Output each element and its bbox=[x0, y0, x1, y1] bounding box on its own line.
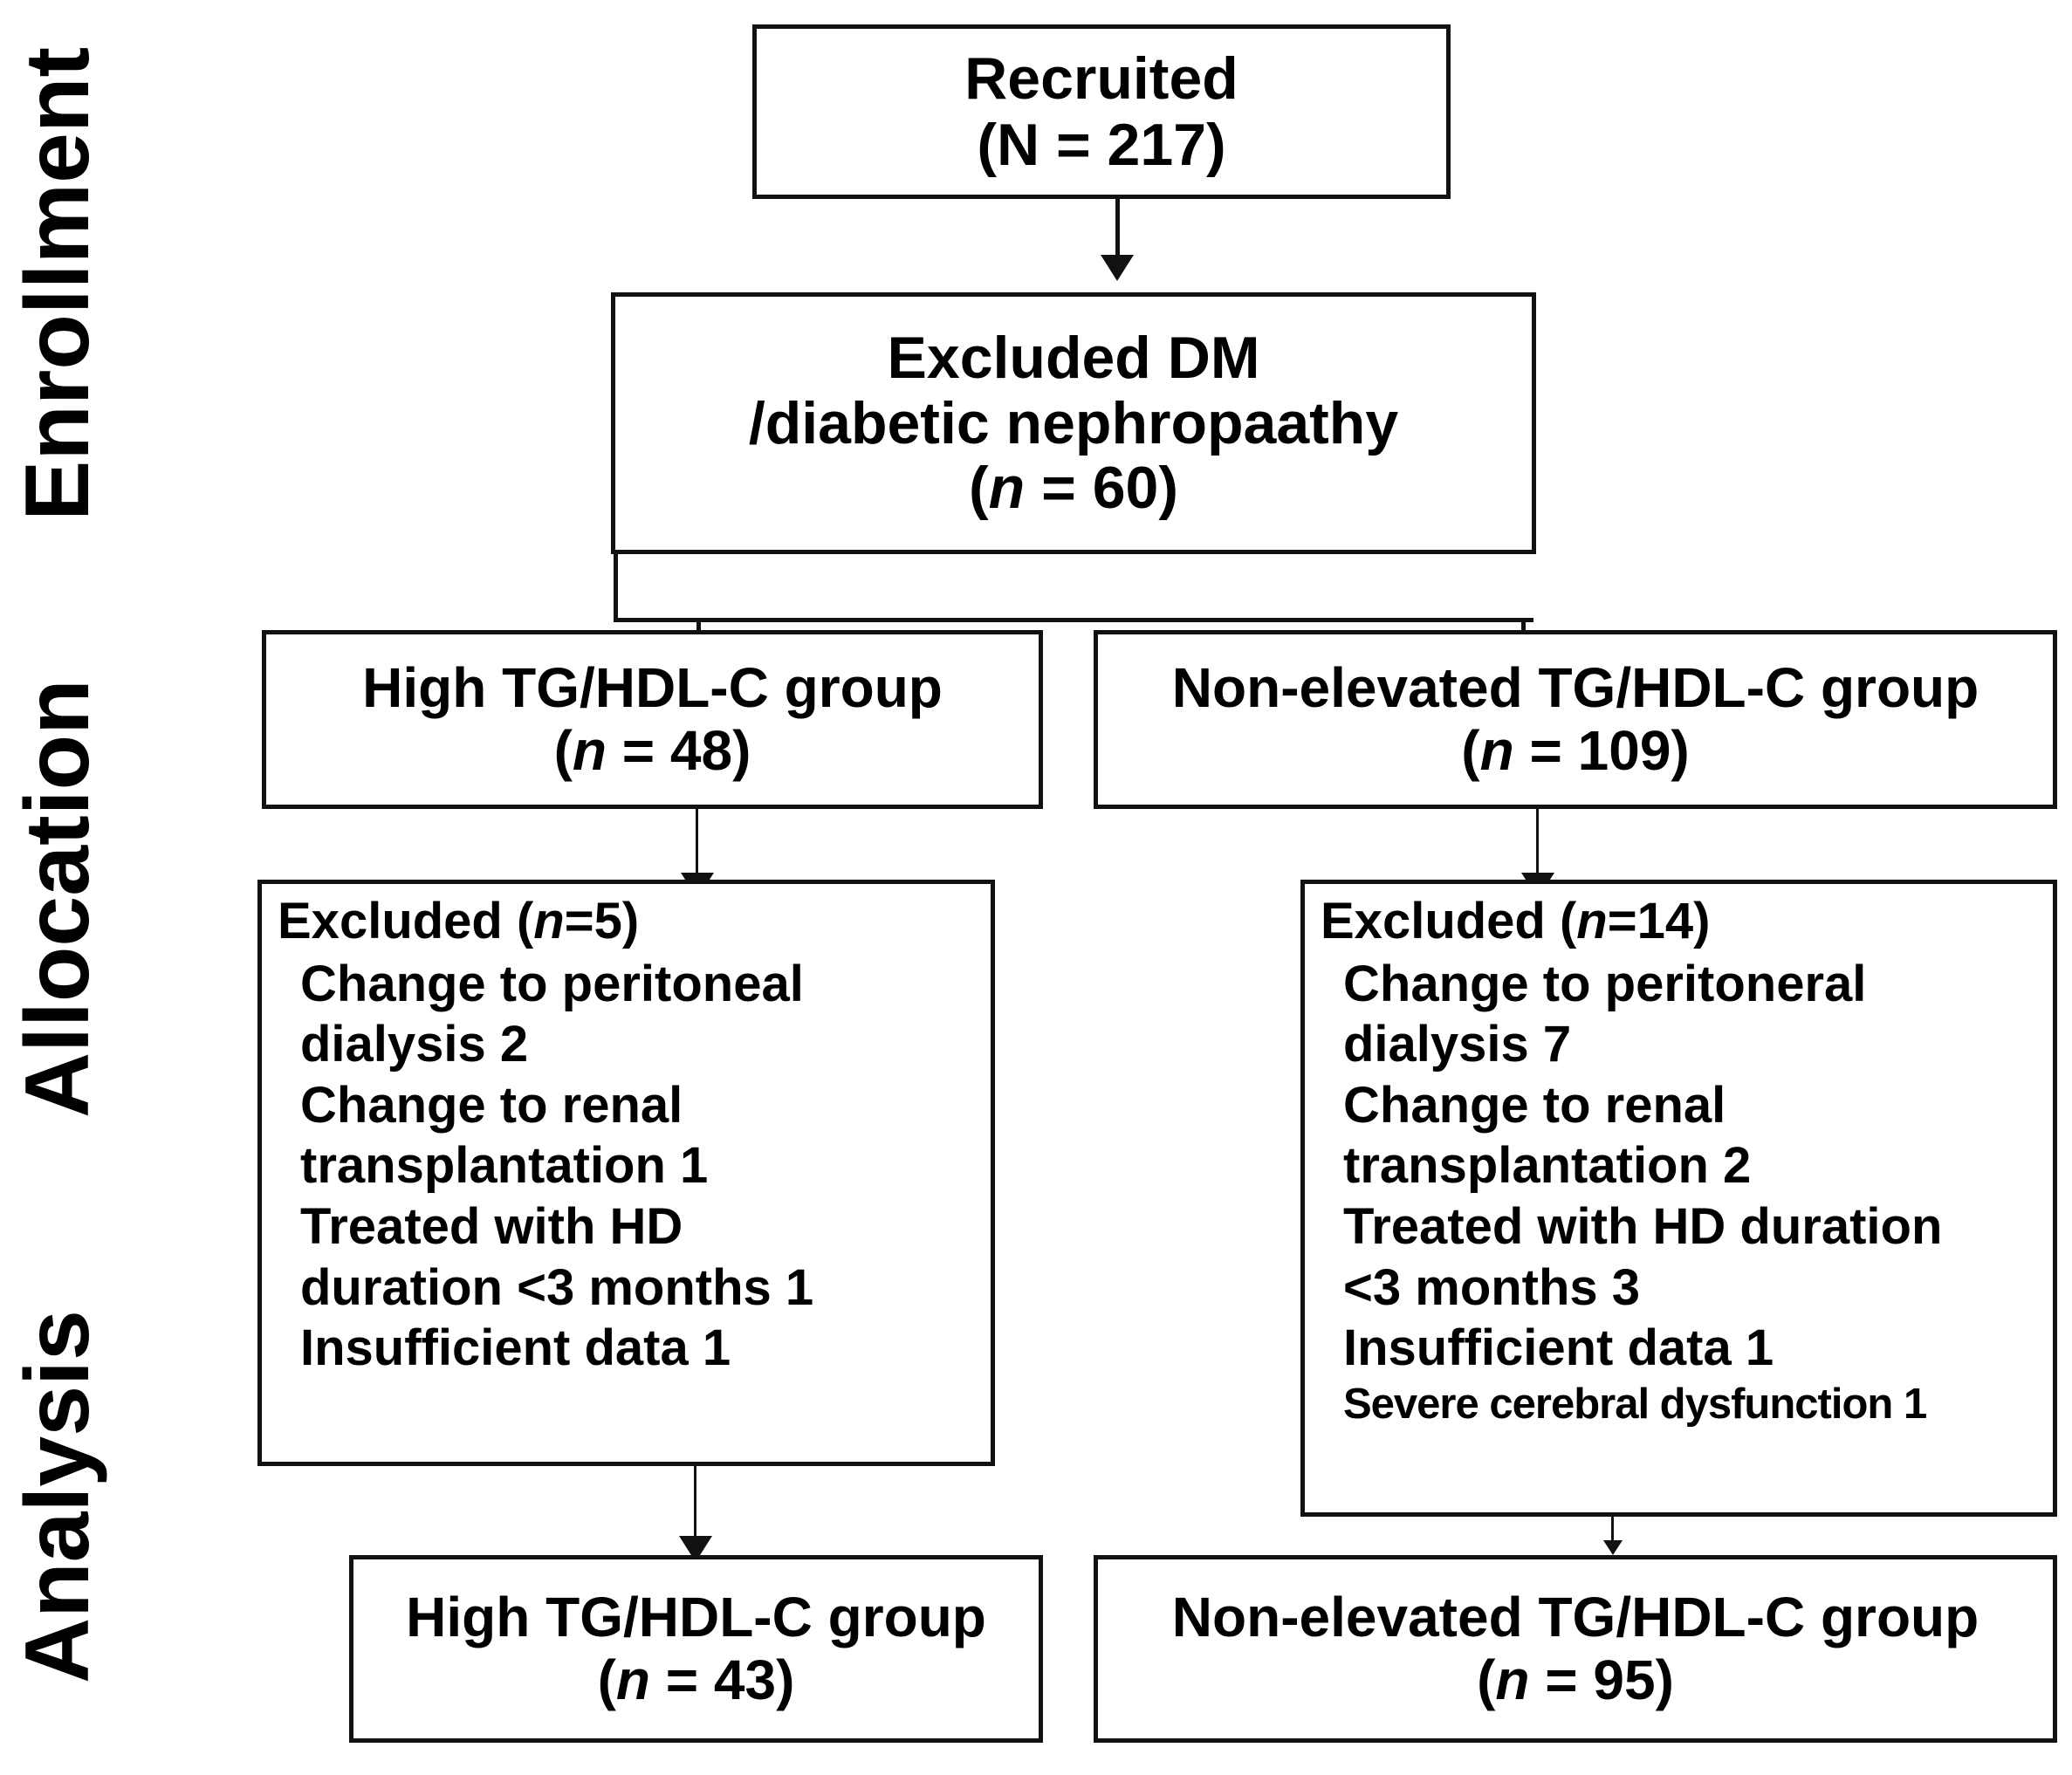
stage-label-enrollment: Enrollment bbox=[7, 46, 108, 521]
excluded-label: Excluded ( bbox=[278, 893, 534, 949]
paren-open: ( bbox=[553, 718, 573, 782]
node-excluded-dm: Excluded DM /diabetic nephropaathy (n = … bbox=[611, 292, 1536, 554]
count-value: =14) bbox=[1607, 893, 1711, 949]
node-excluded-right: Excluded (n=14) Change to peritoneral di… bbox=[1300, 880, 2057, 1517]
connector-recruited-to-excluded bbox=[1115, 199, 1120, 264]
arrowhead-recruited-to-excluded bbox=[1101, 255, 1134, 281]
node-allocation-nonelevated-tg-title: Non-elevated TG/HDL-C group bbox=[1171, 655, 1979, 719]
stage-label-analysis: Analysis bbox=[7, 1310, 108, 1683]
node-allocation-high-tg: High TG/HDL-C group (n = 48) bbox=[262, 630, 1043, 809]
node-recruited: Recruited (N = 217) bbox=[752, 24, 1451, 199]
n-symbol: n bbox=[572, 718, 607, 782]
connector-allocnonelev-to-excludedright bbox=[1536, 809, 1539, 883]
count-value: = 43) bbox=[649, 1648, 795, 1711]
count-value: = 48) bbox=[606, 718, 751, 782]
node-allocation-nonelevated-tg-count: (n = 109) bbox=[1461, 718, 1690, 783]
node-analysis-nonelevated-tg-title: Non-elevated TG/HDL-C group bbox=[1171, 1585, 1979, 1648]
node-excluded-dm-count: (n = 60) bbox=[969, 456, 1178, 521]
count-value: = 95) bbox=[1529, 1648, 1674, 1711]
list-item: Insufficient data 1 bbox=[300, 1319, 731, 1377]
list-item: transplantation 2 bbox=[1343, 1137, 1752, 1195]
n-symbol: n bbox=[1576, 893, 1608, 949]
list-item: transplantation 1 bbox=[300, 1137, 709, 1195]
paren-open: ( bbox=[1461, 718, 1480, 782]
list-item: Treated with HD bbox=[300, 1197, 683, 1255]
node-analysis-nonelevated-tg-count: (n = 95) bbox=[1477, 1648, 1674, 1712]
node-allocation-high-tg-title: High TG/HDL-C group bbox=[362, 655, 943, 719]
paren-open: ( bbox=[597, 1648, 616, 1711]
count-value: =5) bbox=[564, 893, 640, 949]
node-recruited-count: (N = 217) bbox=[977, 112, 1226, 178]
connector-excludedright-to-finalnonelev bbox=[1611, 1517, 1614, 1550]
excluded-label: Excluded ( bbox=[1321, 893, 1577, 949]
list-item: <3 months 3 bbox=[1343, 1258, 1641, 1316]
connector-excludedleft-to-finalhigh bbox=[694, 1466, 696, 1546]
n-symbol: n bbox=[1479, 718, 1514, 782]
stage-label-allocation: Allocation bbox=[7, 679, 108, 1119]
node-allocation-high-tg-count: (n = 48) bbox=[553, 718, 751, 783]
n-symbol: n bbox=[988, 455, 1026, 522]
list-item: Severe cerebral dysfunction 1 bbox=[1343, 1380, 1927, 1428]
connector-allochigh-to-excludedleft bbox=[696, 809, 698, 883]
n-symbol: n bbox=[533, 893, 565, 949]
node-excluded-left: Excluded (n=5) Change to peritoneal dial… bbox=[257, 880, 995, 1466]
node-excluded-left-list: Change to peritoneal dialysis 2 Change t… bbox=[278, 954, 813, 1379]
node-excluded-right-list: Change to peritoneral dialysis 7 Change … bbox=[1321, 954, 1942, 1430]
list-item: duration <3 months 1 bbox=[300, 1258, 814, 1316]
list-item: dialysis 7 bbox=[1343, 1016, 1572, 1073]
list-item: Insufficient data 1 bbox=[1343, 1319, 1774, 1377]
node-excluded-dm-line2: /diabetic nephropaathy bbox=[748, 389, 1399, 456]
list-item: Change to renal bbox=[1343, 1076, 1726, 1134]
paren-open: ( bbox=[1477, 1648, 1496, 1711]
list-item: dialysis 2 bbox=[300, 1016, 529, 1073]
node-excluded-right-heading: Excluded (n=14) bbox=[1321, 891, 1710, 952]
arrowhead-excludedright-to-finalnonelev bbox=[1603, 1540, 1623, 1555]
list-item: Change to peritoneal bbox=[300, 955, 804, 1012]
connector-split-bar bbox=[614, 618, 1533, 622]
count-value: = 60) bbox=[1025, 455, 1178, 522]
paren-open: ( bbox=[969, 455, 989, 522]
n-symbol: n bbox=[1495, 1648, 1530, 1711]
node-recruited-title: Recruited bbox=[964, 45, 1238, 112]
node-allocation-nonelevated-tg: Non-elevated TG/HDL-C group (n = 109) bbox=[1094, 630, 2057, 809]
list-item: Change to peritoneral bbox=[1343, 955, 1867, 1012]
list-item: Change to renal bbox=[300, 1076, 683, 1134]
node-analysis-nonelevated-tg: Non-elevated TG/HDL-C group (n = 95) bbox=[1094, 1555, 2057, 1743]
list-item: Treated with HD duration bbox=[1343, 1197, 1943, 1255]
node-analysis-high-tg-title: High TG/HDL-C group bbox=[406, 1585, 986, 1648]
node-analysis-high-tg-count: (n = 43) bbox=[597, 1648, 795, 1712]
node-analysis-high-tg: High TG/HDL-C group (n = 43) bbox=[349, 1555, 1043, 1743]
node-excluded-left-heading: Excluded (n=5) bbox=[278, 891, 639, 952]
count-value: = 109) bbox=[1513, 718, 1690, 782]
n-symbol: n bbox=[615, 1648, 650, 1711]
node-excluded-dm-line1: Excluded DM bbox=[887, 324, 1260, 391]
connector-split-left-stub bbox=[614, 554, 618, 622]
